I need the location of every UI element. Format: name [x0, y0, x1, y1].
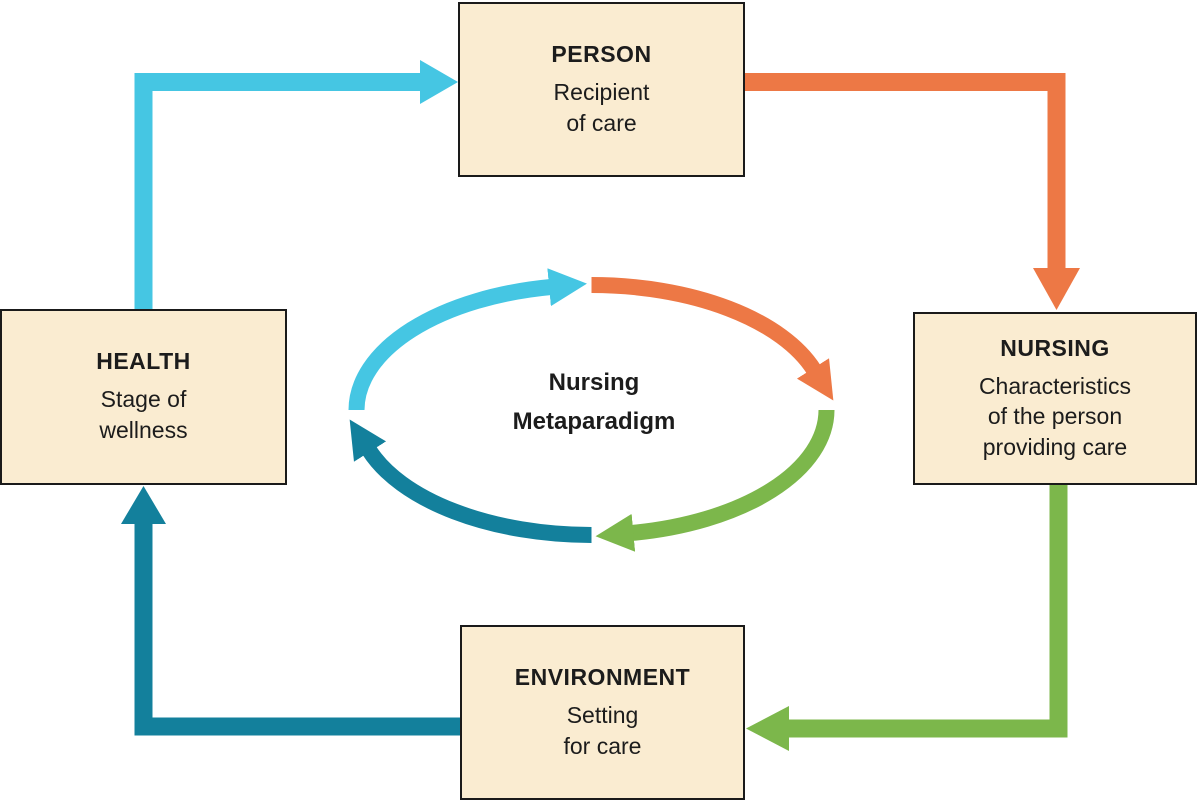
- node-nursing: NURSING Characteristics of the person pr…: [913, 312, 1197, 485]
- arrow-health-to-person: [134, 60, 458, 309]
- node-nursing-subtitle: Characteristics of the person providing …: [978, 372, 1132, 460]
- cycle-arc-green: [595, 409, 835, 552]
- arrow-nursing-to-environment-line: [788, 485, 1068, 738]
- node-environment-subtitle: Setting for care: [563, 701, 642, 759]
- arrow-health-to-person-head: [420, 60, 458, 104]
- arrow-health-to-person-line: [134, 73, 421, 309]
- node-person-title: PERSON: [551, 40, 652, 67]
- node-health: HEALTH Stage of wellness: [0, 309, 287, 485]
- arrow-environment-to-health-head: [121, 486, 166, 524]
- arrow-environment-to-health: [121, 486, 460, 736]
- center-cycle-label: Nursing Metaparadigm: [512, 369, 676, 435]
- cycle-arc-cyan: [348, 268, 587, 411]
- arrow-person-to-nursing-head: [1033, 268, 1080, 310]
- cycle-arc-orange: [591, 277, 834, 401]
- arrow-nursing-to-environment-head: [746, 706, 789, 751]
- arrow-person-to-nursing-line: [745, 73, 1066, 269]
- center-cycle: [348, 268, 835, 552]
- node-person-subtitle: Recipient of care: [553, 78, 650, 136]
- node-environment-title: ENVIRONMENT: [514, 663, 691, 690]
- arrow-environment-to-health-line: [134, 523, 460, 736]
- node-health-title: HEALTH: [96, 348, 191, 375]
- cycle-arc-teal: [349, 419, 592, 543]
- node-nursing-title: NURSING: [1000, 334, 1110, 361]
- node-health-subtitle: Stage of wellness: [99, 386, 188, 443]
- arrow-nursing-to-environment: [746, 485, 1068, 751]
- node-person: PERSON Recipient of care: [458, 2, 745, 177]
- arrow-person-to-nursing: [745, 73, 1080, 310]
- node-environment: ENVIRONMENT Setting for care: [460, 625, 745, 800]
